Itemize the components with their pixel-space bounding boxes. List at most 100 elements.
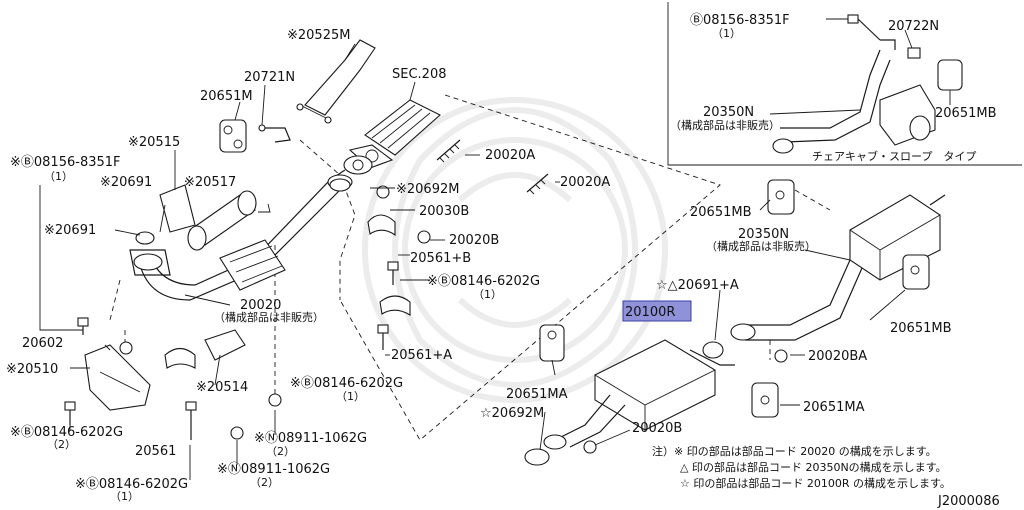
label-20692M[interactable]: ※20692M	[396, 182, 459, 197]
label-08911-b[interactable]: ※Ⓝ08911-1062G	[217, 462, 330, 477]
clamp-20561B	[367, 214, 396, 237]
heat-shield-20515	[159, 184, 196, 233]
dashed-leader-right	[769, 189, 831, 360]
clamp-20561	[164, 347, 196, 369]
label-20602[interactable]: 20602	[22, 336, 63, 351]
gasket-20692M	[343, 155, 373, 175]
label-08146-a-qty: （1）	[473, 288, 502, 301]
label-inset-20651MB[interactable]: 20651MB	[935, 106, 997, 121]
note-line-3: ☆ 印の部品は部品コード 20100R の構成を示します。	[680, 476, 951, 490]
label-inset-08156-qty: （1）	[712, 27, 741, 40]
label-20692M-rear[interactable]: ☆20692M	[480, 406, 544, 421]
label-08156-left[interactable]: ※Ⓑ08156-8351F	[10, 155, 121, 170]
label-08911-a-qty: （2）	[266, 445, 295, 458]
label-20691-b[interactable]: ※20691	[44, 223, 96, 238]
hanger-20651MB-b	[902, 254, 930, 290]
label-08146-c-qty: （2）	[47, 438, 76, 451]
bracket-20721N	[258, 124, 291, 143]
front-resonator	[219, 239, 286, 291]
highlight-box-20100R	[622, 300, 692, 322]
leader-lines	[39, 18, 951, 480]
label-20691A[interactable]: ☆△20691+A	[656, 278, 739, 293]
stud-20020A-2	[526, 173, 549, 193]
label-20525M[interactable]: ※20525M	[287, 28, 350, 43]
label-inset-20350N[interactable]: 20350N	[703, 105, 754, 120]
label-20020B[interactable]: 20020B	[449, 233, 499, 248]
label-08146-b[interactable]: ※Ⓑ08146-6202G	[290, 376, 403, 391]
label-08146-c[interactable]: ※Ⓑ08146-6202G	[10, 425, 123, 440]
inset-bolt	[847, 14, 859, 24]
bolt-08146-a	[387, 261, 399, 285]
label-08146-d[interactable]: ※Ⓑ08146-6202G	[75, 477, 188, 492]
label-20651MA-a[interactable]: 20651MA	[506, 387, 568, 402]
front-pipe-assembly	[129, 169, 353, 301]
label-08146-b-qty: （1）	[336, 390, 365, 403]
center-muffler-20100R	[543, 339, 735, 450]
label-20350N-note: （構成部品は非販売）	[706, 239, 816, 253]
label-20691-a[interactable]: ※20691	[100, 175, 152, 190]
inset-bracket-20722N	[907, 47, 921, 59]
label-08156-left-qty: （1）	[44, 170, 73, 183]
inset-tail-pipe	[772, 14, 963, 154]
nut-20020B	[417, 230, 431, 244]
label-08146-a[interactable]: ※Ⓑ08146-6202G	[427, 274, 540, 289]
gasket-20691-upper	[329, 178, 351, 192]
label-inset-20722N[interactable]: 20722N	[888, 19, 939, 34]
bolt-08146-d	[185, 401, 197, 440]
label-20515[interactable]: ※20515	[128, 135, 180, 150]
nut-20030B	[376, 185, 390, 199]
label-sec208[interactable]: SEC.208	[392, 67, 447, 82]
label-20350N[interactable]: 20350N	[738, 227, 789, 242]
label-20561[interactable]: 20561	[135, 444, 176, 459]
label-20020B-rear[interactable]: 20020B	[632, 421, 682, 436]
label-20651MA-b[interactable]: 20651MA	[803, 400, 865, 415]
label-20561A[interactable]: 20561+A	[391, 348, 452, 363]
label-inset-20350N-note: （構成部品は非販売）	[670, 118, 780, 132]
inlet-pipe-20517	[187, 190, 271, 251]
inset-hanger-20651MB	[937, 59, 963, 91]
label-20020A-1[interactable]: 20020A	[485, 148, 535, 163]
part-labels: ※20525M SEC.208 20721N 20651M ※20515 ※Ⓑ0…	[6, 13, 1000, 509]
heat-shield-20514	[204, 329, 246, 361]
pipe-20525M	[296, 39, 376, 124]
gasket-20691-left	[135, 231, 155, 245]
label-08911-a[interactable]: ※Ⓝ08911-1062G	[254, 431, 367, 446]
bolt-08146-b	[377, 324, 389, 350]
label-20020[interactable]: 20020	[240, 298, 281, 313]
label-inset-caption: チェアキャブ・スロープ タイプ	[812, 149, 976, 163]
label-08146-d-qty: （1）	[110, 490, 139, 503]
gasket-20692M-rear	[524, 448, 550, 466]
front-flange	[133, 253, 163, 271]
bolt-08146-c	[64, 401, 76, 425]
hanger-20651MB-a	[767, 179, 795, 215]
note-line-2: △ 印の部品は部品コード 20350Nの構成を示します。	[680, 460, 947, 474]
label-20721N[interactable]: 20721N	[244, 70, 295, 85]
gasket-20691A	[702, 341, 724, 359]
hanger-20651MA-a	[539, 324, 565, 362]
label-inset-08156[interactable]: Ⓑ08156-8351F	[690, 13, 790, 28]
label-20651MB-a[interactable]: 20651MB	[690, 205, 752, 220]
label-20510[interactable]: ※20510	[6, 362, 58, 377]
washer-20602	[119, 341, 133, 355]
label-20517[interactable]: ※20517	[184, 175, 236, 190]
label-20020BA[interactable]: 20020BA	[808, 349, 867, 364]
label-08911-b-qty: （2）	[250, 476, 279, 489]
watermark-emblem	[362, 97, 668, 403]
hanger-rubber-20651M	[219, 119, 247, 153]
note-line-1: 注）※ 印の部品は部品コード 20020 の構成を示します。	[652, 444, 937, 458]
hanger-20651MA-b	[751, 382, 779, 418]
bolt-08156-left	[77, 317, 89, 335]
label-20030B[interactable]: 20030B	[419, 204, 469, 219]
nut-08911-a	[268, 393, 282, 407]
label-20514[interactable]: ※20514	[196, 380, 248, 395]
nut-08911-b	[230, 426, 244, 440]
label-20651MB-b[interactable]: 20651MB	[890, 321, 952, 336]
label-20561B[interactable]: 20561+B	[410, 251, 471, 266]
nut-20020BA	[774, 349, 788, 363]
label-20020A-2[interactable]: 20020A	[560, 175, 610, 190]
label-20100R[interactable]: 20100R	[625, 305, 675, 320]
nut-20020B-rear	[583, 440, 597, 454]
dashed-outline-cat-group	[339, 94, 721, 441]
label-20651M[interactable]: 20651M	[200, 89, 253, 104]
